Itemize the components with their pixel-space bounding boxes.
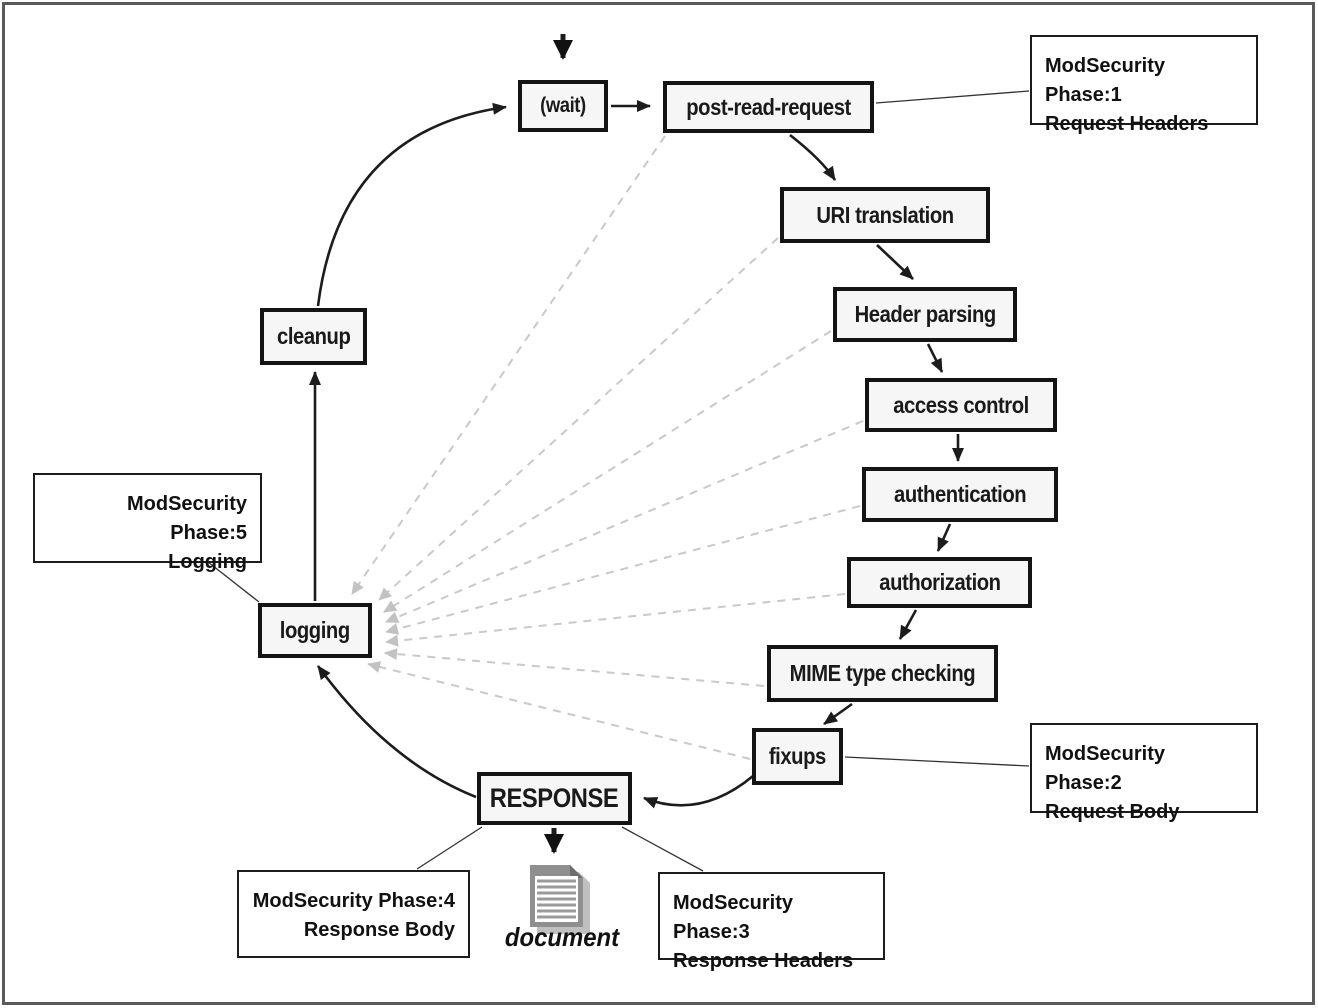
flow-arrows — [309, 34, 964, 854]
callout-phase1-line2: Request Headers — [1045, 113, 1209, 135]
callout-phase3: ModSecurity Phase:3 Response Headers — [658, 872, 885, 972]
connector-response-to-phase4 — [416, 826, 483, 870]
arrow-response-to-logging — [316, 665, 477, 799]
callout-phase1-line1: ModSecurity Phase:1 — [1045, 55, 1166, 106]
node-response: RESPONSE — [477, 772, 632, 825]
node-cleanup: cleanup — [260, 308, 367, 365]
dashed-mime-type-checking-to-logging — [384, 648, 765, 687]
connector-fixups-to-phase2 — [844, 756, 1030, 767]
callout-phase2: ModSecurity Phase:2 Request Body — [1030, 723, 1258, 823]
node-authentication: authentication — [862, 467, 1058, 522]
arrow-mime-type-checking-to-fixups — [823, 702, 853, 726]
node-post-read-request: post-read-request — [663, 81, 874, 133]
dashed-authorization-to-logging — [385, 593, 846, 647]
callout-phase4: ModSecurity Phase:4 Response Body — [237, 870, 470, 958]
arrow-header-parsing-to-access-control — [926, 343, 944, 373]
arrow-authorization-to-mime-type-checking — [898, 609, 918, 640]
callout-phase5: ModSecurity Phase:5 Logging — [33, 473, 262, 573]
node-fixups: fixups — [752, 728, 843, 785]
callout-phase1: ModSecurity Phase:1 Request Headers — [1030, 35, 1258, 135]
dashed-authentication-to-logging — [385, 505, 861, 635]
node-access-control: access control — [865, 378, 1057, 432]
callout-phase5-line1: ModSecurity Phase:5 — [126, 493, 247, 544]
arrow-uri-translation-to-header-parsing — [876, 244, 914, 280]
callout-phase3-line2: Response Headers — [673, 950, 854, 972]
dashed-access-control-to-logging — [385, 420, 864, 623]
connector-response-to-phase3 — [621, 826, 704, 872]
arrow-post-read-request-to-uri-translation — [789, 133, 837, 181]
callout-phase2-line2: Request Body — [1045, 801, 1180, 823]
node-uri-translation: URI translation — [780, 187, 990, 243]
dashed-arrows-to-logging — [351, 135, 864, 760]
arrow-fixups-to-response — [643, 774, 754, 809]
dashed-header-parsing-to-logging — [383, 330, 832, 613]
callout-phase4-line1: ModSecurity Phase:4 — [252, 890, 455, 912]
connector-phase5-to-logging — [207, 561, 260, 603]
callout-phase5-line2: Logging — [168, 551, 247, 573]
callout-phase4-line2: Response Body — [303, 919, 455, 941]
document-label: document — [504, 922, 620, 952]
arrow-authentication-to-authorization — [936, 523, 952, 552]
node-authorization: authorization — [847, 557, 1032, 608]
dashed-uri-translation-to-logging — [378, 237, 779, 601]
callout-connectors — [207, 90, 1030, 872]
callout-phase3-line1: ModSecurity Phase:3 — [673, 892, 794, 943]
arrow-cleanup-to-wait — [316, 102, 507, 307]
document-icon — [530, 865, 590, 934]
connector-post-read-request-to-phase1 — [875, 90, 1030, 104]
node-header-parsing: Header parsing — [833, 287, 1017, 342]
node-wait: (wait) — [518, 80, 608, 132]
node-mime-type-checking: MIME type checking — [767, 645, 998, 702]
dashed-fixups-to-logging — [367, 661, 751, 760]
dashed-post-read-request-to-logging — [351, 135, 666, 595]
node-logging: logging — [258, 603, 372, 658]
callout-phase2-line1: ModSecurity Phase:2 — [1045, 743, 1166, 794]
